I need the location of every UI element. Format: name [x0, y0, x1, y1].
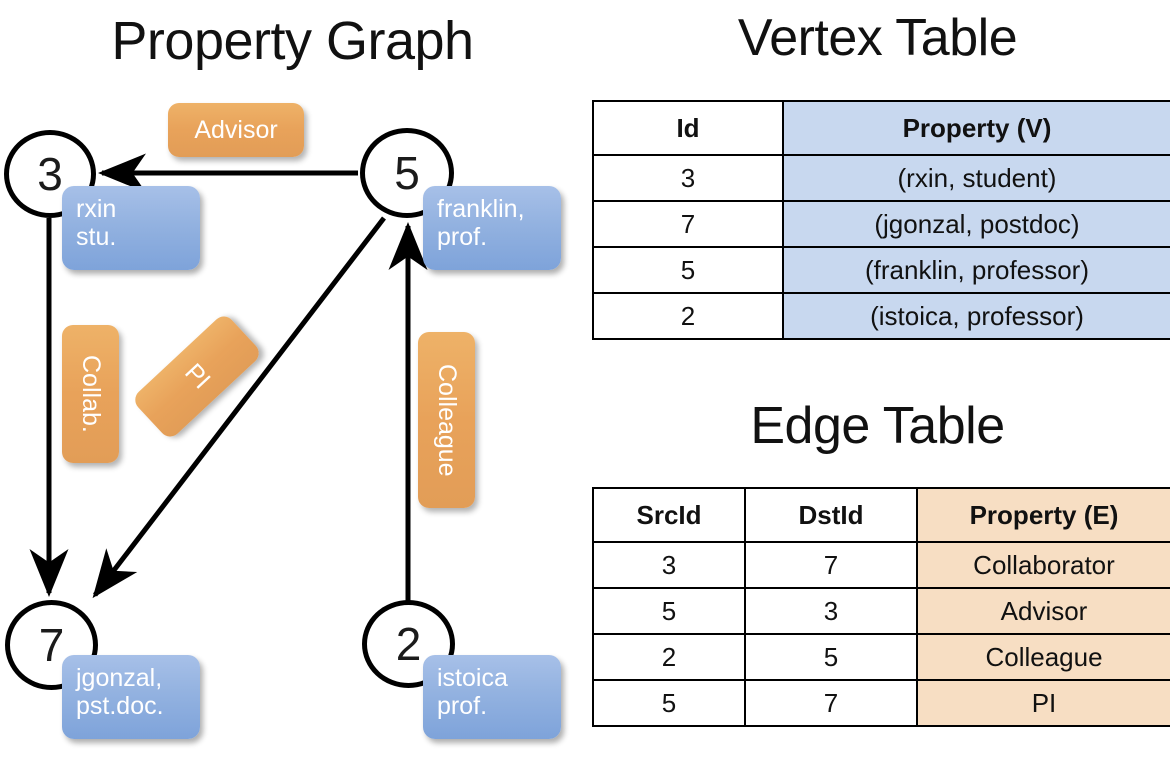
edge-badge-collab-label: Collab.: [77, 355, 105, 433]
table-row: 2 5 Colleague: [592, 633, 1170, 681]
table-row: 5 7 PI: [592, 679, 1170, 727]
graph-node-7-label: 7: [38, 619, 65, 671]
vertex-badge-jgonzal[interactable]: jgonzal, pst.doc.: [62, 655, 200, 739]
vertex-badge-franklin[interactable]: franklin, prof.: [423, 186, 561, 270]
page-title-property-graph: Property Graph: [111, 11, 474, 71]
vertex-row-0-property: (rxin, student): [782, 154, 1170, 202]
edge-row-1-dst: 3: [744, 587, 918, 635]
table-row: 3 (rxin, student): [592, 154, 1170, 202]
edge-row-0-dst: 7: [744, 541, 918, 589]
vertex-badge-istoica[interactable]: istoica prof.: [423, 655, 561, 739]
vertex-badge-istoica-line2: prof.: [437, 692, 488, 720]
edge-row-0-src: 3: [592, 541, 746, 589]
vertex-table: Id Property (V) 3 (rxin, student) 7 (jgo…: [592, 100, 1170, 340]
edge-table-header-dstid: DstId: [744, 487, 918, 543]
graph-node-5-label: 5: [394, 147, 420, 199]
edge-row-2-src: 2: [592, 633, 746, 681]
vertex-badge-jgonzal-line2: pst.doc.: [76, 692, 164, 720]
edge-row-1-property: Advisor: [916, 587, 1170, 635]
vertex-badge-jgonzal-line1: jgonzal,: [76, 664, 163, 692]
graph-edges-svg: [29, 153, 428, 602]
edge-badge-pi-label: PI: [179, 357, 216, 395]
edge-row-2-property: Colleague: [916, 633, 1170, 681]
edge-badge-colleague-label: Colleague: [433, 363, 461, 477]
vertex-table-header-id: Id: [592, 100, 784, 156]
edge-badge-colleague[interactable]: Colleague: [418, 332, 475, 508]
edge-table-header-property: Property (E): [916, 487, 1170, 543]
edge-row-3-dst: 7: [744, 679, 918, 727]
vertex-row-3-id: 2: [592, 292, 784, 340]
vertex-row-2-property: (franklin, professor): [782, 246, 1170, 294]
table-row: 5 (franklin, professor): [592, 246, 1170, 294]
vertex-badge-rxin[interactable]: rxin stu.: [62, 186, 200, 270]
edge-badge-collab[interactable]: Collab.: [62, 325, 119, 463]
page-title-edge-table: Edge Table: [750, 397, 1005, 455]
edge-badge-advisor[interactable]: Advisor: [168, 103, 304, 157]
vertex-row-1-property: (jgonzal, postdoc): [782, 200, 1170, 248]
vertex-badge-franklin-line2: prof.: [437, 223, 488, 251]
table-row: 2 (istoica, professor): [592, 292, 1170, 340]
vertex-badge-franklin-line1: franklin,: [437, 195, 525, 223]
graph-node-3[interactable]: 3: [4, 130, 96, 218]
edge-table-header-row: SrcId DstId Property (E): [592, 487, 1170, 543]
vertex-row-0-id: 3: [592, 154, 784, 202]
vertex-row-1-id: 7: [592, 200, 784, 248]
edge-table-header-srcid: SrcId: [592, 487, 746, 543]
edge-row-1-src: 5: [592, 587, 746, 635]
graph-node-3-label: 3: [37, 148, 63, 200]
graph-node-5[interactable]: 5: [360, 128, 454, 218]
vertex-badge-rxin-line2: stu.: [76, 223, 117, 251]
edge-table: SrcId DstId Property (E) 3 7 Collaborato…: [592, 487, 1170, 727]
graph-node-2-label: 2: [395, 618, 422, 670]
page-title-vertex-table: Vertex Table: [737, 9, 1018, 67]
vertex-row-2-id: 5: [592, 246, 784, 294]
edge-badge-advisor-label: Advisor: [194, 115, 278, 144]
vertex-badge-istoica-line1: istoica: [437, 664, 508, 692]
edge-row-3-src: 5: [592, 679, 746, 727]
vertex-table-header-property: Property (V): [782, 100, 1170, 156]
edge-row-2-dst: 5: [744, 633, 918, 681]
edge-row-3-property: PI: [916, 679, 1170, 727]
edge-5-to-7: [92, 216, 386, 599]
edge-row-0-property: Collaborator: [916, 541, 1170, 589]
table-row: 7 (jgonzal, postdoc): [592, 200, 1170, 248]
vertex-row-3-property: (istoica, professor): [782, 292, 1170, 340]
table-row: 3 7 Collaborator: [592, 541, 1170, 589]
property-graph-diagram: 3 5 7 2 rxin stu. franklin, prof. jgonza…: [0, 90, 585, 760]
vertex-table-header-row: Id Property (V): [592, 100, 1170, 156]
vertex-badge-rxin-line1: rxin: [76, 195, 117, 223]
table-row: 5 3 Advisor: [592, 587, 1170, 635]
